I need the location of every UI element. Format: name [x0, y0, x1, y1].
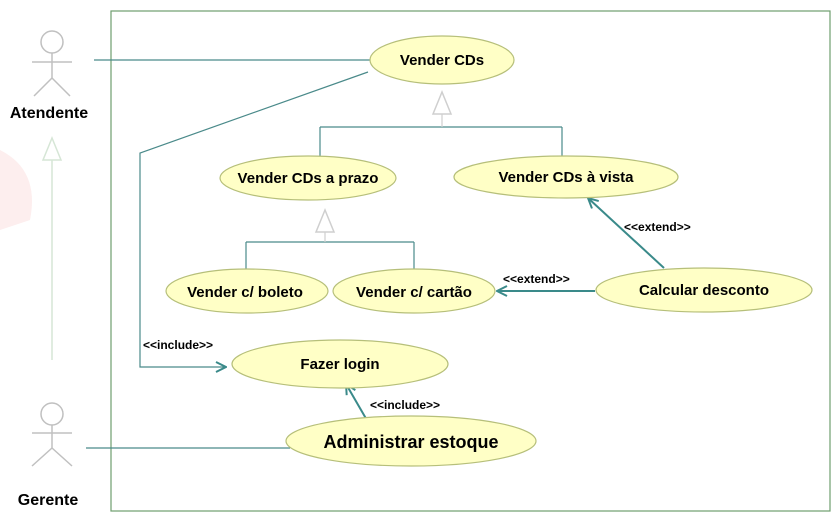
generalization-arrowhead [431, 90, 453, 115]
actor-name: Atendente [10, 105, 88, 122]
generalization-vender-cds-a-prazo [245, 232, 415, 270]
use-case-administrar-estoque[interactable]: Administrar estoque [285, 415, 537, 467]
generalization-vender-cds [319, 114, 563, 162]
actor-name: Gerente [18, 492, 79, 509]
use-case-vender-c-boleto[interactable]: Vender c/ boleto [165, 268, 329, 314]
use-case-vender-cds[interactable]: Vender CDs [369, 35, 515, 85]
actor-gerente[interactable]: Gerente [18, 402, 79, 509]
system-boundary [110, 10, 831, 512]
use-case-label: Vender CDs a prazo [238, 170, 379, 187]
use-case-label: Administrar estoque [323, 432, 498, 452]
background-shape [0, 150, 32, 230]
use-case-label: Vender CDs à vista [498, 169, 634, 186]
use-case-label: Vender c/ boleto [187, 284, 303, 301]
stick-figure-icon [31, 402, 73, 467]
generalization-arrowhead [314, 208, 336, 233]
extend-label: <<extend>> [503, 272, 570, 286]
use-case-fazer-login[interactable]: Fazer login [231, 339, 449, 389]
include-relation-estoque: <<include>> [346, 384, 440, 423]
use-case-label: Vender c/ cartão [356, 284, 472, 301]
use-case-label: Fazer login [300, 356, 379, 373]
use-case-vender-c-cartao[interactable]: Vender c/ cartão [332, 268, 496, 314]
use-case-vender-cds-a-vista[interactable]: Vender CDs à vista [453, 155, 679, 199]
use-case-label: Vender CDs [400, 52, 484, 69]
actor-atendente[interactable]: Atendente [10, 30, 88, 122]
use-case-vender-cds-a-prazo[interactable]: Vender CDs a prazo [219, 155, 397, 201]
generalization-gerente-atendente [41, 136, 63, 360]
use-case-label: Calcular desconto [639, 282, 769, 299]
extend-relation-vista: <<extend>> [588, 198, 691, 269]
extend-label: <<extend>> [624, 220, 691, 234]
include-relation-atendente: <<include>> [139, 71, 369, 367]
extend-relation-cartao: <<extend>> [497, 272, 595, 291]
include-label: <<include>> [370, 398, 440, 412]
include-label: <<include>> [143, 338, 213, 352]
use-case-calcular-desconto[interactable]: Calcular desconto [595, 267, 813, 313]
stick-figure-icon [32, 30, 72, 97]
